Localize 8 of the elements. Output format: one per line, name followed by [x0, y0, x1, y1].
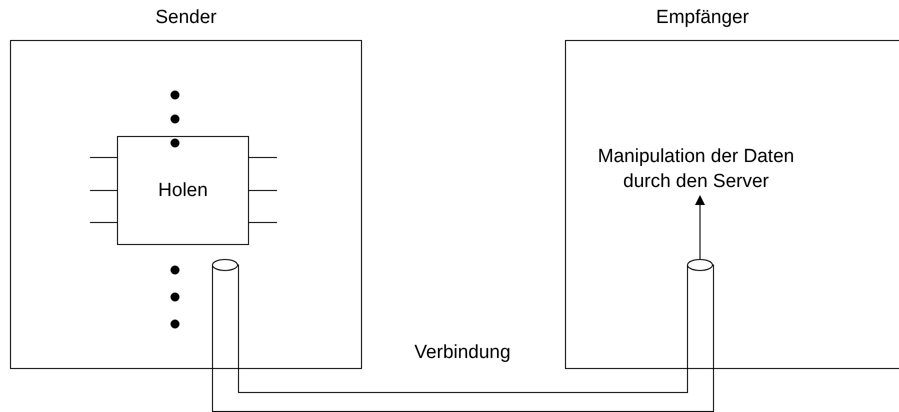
arrow [695, 195, 705, 260]
pipe-connection [212, 264, 714, 412]
note-text: Manipulation der Daten durch den Server [581, 144, 811, 196]
box-heading: Empfänger [655, 7, 750, 29]
pipe-end [212, 259, 238, 271]
box-heading: Sender [154, 7, 218, 29]
process-box: Holen [117, 136, 249, 245]
pipe-end [687, 259, 713, 271]
